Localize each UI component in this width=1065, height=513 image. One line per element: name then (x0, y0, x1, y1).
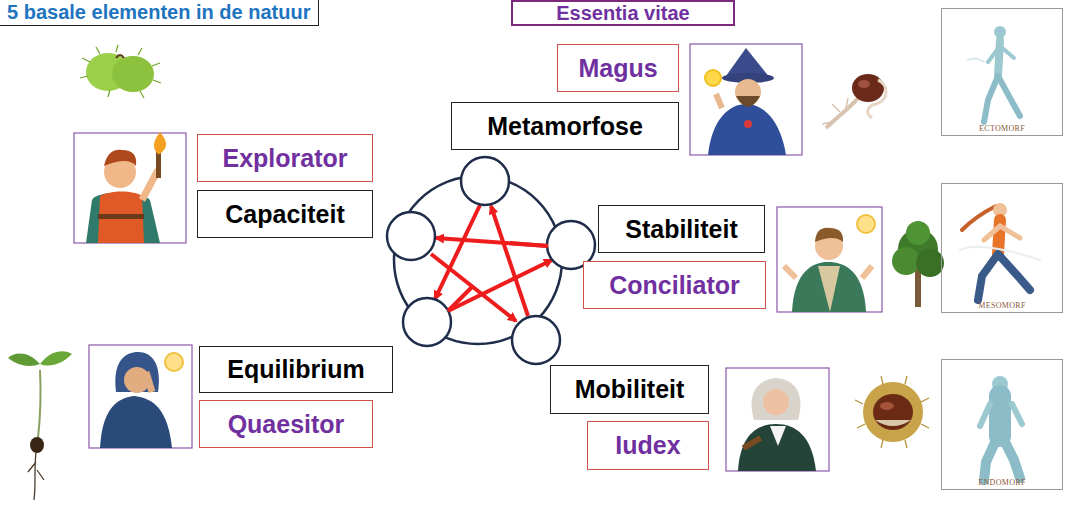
label-text: Conciliator (609, 271, 740, 300)
element-box: Capaciteit (197, 190, 373, 238)
somatotype-frame: MESOMORF (941, 183, 1063, 313)
element-box: Stabiliteit (598, 205, 765, 253)
seedling (8, 351, 72, 500)
element-box: Metamorfose (451, 102, 679, 150)
open-chestnut (855, 376, 929, 448)
label-text: 5 basale elementen in de natuur (7, 1, 310, 24)
label-text: Quaesitor (228, 410, 345, 439)
label-text: Stabiliteit (625, 215, 738, 244)
element-box: Equilibrium (199, 346, 393, 393)
explorator-portrait (74, 132, 186, 243)
element-wheel (387, 157, 595, 364)
somatotype-frame: ECTOMORF (941, 8, 1063, 136)
endomorph-figure (980, 376, 1022, 480)
element-box: Mobiliteit (550, 365, 709, 414)
label-text: Equilibrium (227, 355, 365, 384)
label-text: ECTOMORF (979, 124, 1025, 133)
role-box: Quaesitor (199, 400, 373, 448)
label-text: Magus (578, 54, 657, 83)
ectomorph-figure (968, 26, 1020, 122)
role-box: Conciliator (583, 261, 766, 309)
role-box: Explorator (197, 134, 373, 182)
role-box: Magus (557, 44, 679, 92)
label-text: Explorator (222, 144, 347, 173)
label-text: MESOMORF (978, 301, 1025, 310)
title-box: 5 basale elementen in de natuur (0, 0, 319, 26)
vitae-box: Essentia vitae (511, 0, 735, 26)
sprouting-chestnut (822, 74, 886, 128)
label-text: Capaciteit (225, 200, 344, 229)
mesomorph-figure (960, 203, 1040, 300)
label-text: Metamorfose (487, 112, 643, 141)
conciliator-portrait (777, 207, 882, 312)
role-box: Iudex (587, 421, 709, 470)
label-text: Mobiliteit (575, 375, 685, 404)
quaesitor-portrait (89, 345, 192, 448)
iudex-portrait (726, 368, 829, 471)
somatotype-frame: ENDOMORF (941, 359, 1063, 490)
magus-portrait (690, 44, 802, 155)
chestnut-burr (80, 45, 161, 98)
label-text: Essentia vitae (556, 2, 689, 25)
label-text: Iudex (615, 431, 680, 460)
label-text: ENDOMORF (978, 478, 1025, 487)
tree (892, 221, 944, 307)
